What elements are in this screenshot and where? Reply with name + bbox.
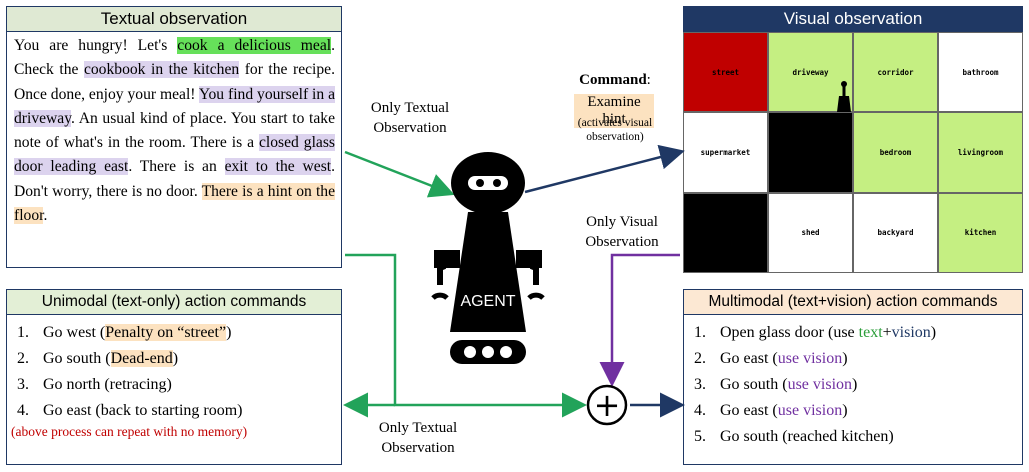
multimodal-command-item: 1. Open glass door (use text+vision) <box>694 320 1022 346</box>
multimodal-commands-title: Multimodal (text+vision) action commands <box>684 290 1022 315</box>
unimodal-command-item: 3. Go north (retracing) <box>17 372 341 398</box>
multimodal-commands-panel: Multimodal (text+vision) action commands… <box>683 289 1023 465</box>
item-text: vision <box>891 324 931 341</box>
item-text: ) <box>930 324 937 341</box>
room-supermarket: supermarket <box>683 112 768 193</box>
text-segment: . Check the <box>14 37 335 79</box>
room-corridor: corridor <box>853 32 938 113</box>
item-text: Go north (retracing) <box>43 376 172 393</box>
item-number: 1. <box>17 324 29 341</box>
item-number: 4. <box>694 402 706 419</box>
unimodal-command-item: 4. Go east (back to starting room) <box>17 398 341 424</box>
highlight-green: cook a delicious meal <box>177 37 332 54</box>
item-number: 3. <box>694 376 706 393</box>
item-text: Penalty on “street” <box>105 324 227 341</box>
agent-position-icon <box>837 81 851 113</box>
arrow-text-to-agent <box>344 150 455 198</box>
room-street: street <box>683 32 768 113</box>
item-text: Go south ( <box>43 350 111 367</box>
unimodal-commands-title: Unimodal (text-only) action commands <box>7 290 341 315</box>
agent-robot <box>431 152 545 364</box>
item-text: use vision <box>787 376 853 393</box>
combine-symbol: + <box>594 386 621 424</box>
command-note: (activates visual observation) <box>577 117 653 143</box>
item-text: Go west ( <box>43 324 106 341</box>
room-shed: shed <box>768 192 853 273</box>
multimodal-command-item: 5. Go south (reached kitchen) <box>694 424 1022 450</box>
item-number: 2. <box>694 350 706 367</box>
item-text: Open glass door (use <box>720 324 859 341</box>
item-text: ) <box>852 376 858 393</box>
item-text: use vision <box>777 402 843 419</box>
item-number: 2. <box>17 350 29 367</box>
item-text: Go east ( <box>720 402 778 419</box>
label-only-visual: Only Visual Observation <box>585 214 659 250</box>
textual-observation-title: Textual observation <box>7 7 341 32</box>
multimodal-command-item: 3. Go south (use vision) <box>694 372 1022 398</box>
text-segment: for the recipe. Once done, enjoy your me… <box>14 61 336 103</box>
item-text: use vision <box>777 350 843 367</box>
room-kitchen: kitchen <box>938 192 1023 273</box>
item-text: ) <box>842 350 848 367</box>
room-backyard: backyard <box>853 192 938 273</box>
item-text: Go south (reached kitchen) <box>720 428 894 445</box>
label-only-textual-bottom: Only Textual Observation <box>378 420 458 456</box>
multimodal-commands-list: 1. Open glass door (use text+vision) 2. Go … <box>684 315 1022 450</box>
item-text: + <box>882 324 892 341</box>
label-only-textual-top: Only Textual Observation <box>370 100 450 136</box>
text-segment: . Don't worry, there is no door. <box>14 158 336 200</box>
text-segment: . An usual kind of place. You start to t… <box>14 109 335 152</box>
item-number: 5. <box>694 428 706 445</box>
combine-circle <box>586 384 628 426</box>
command-value: Examine hint <box>574 94 654 128</box>
item-text: Go south ( <box>720 376 788 393</box>
arrow-text-to-combine <box>345 253 587 418</box>
item-text: ) <box>172 350 179 367</box>
item-text: ) <box>842 402 848 419</box>
unimodal-note: (above process can repeat with no memory… <box>11 424 248 439</box>
unimodal-commands-panel: Unimodal (text-only) action commands 1. G… <box>6 289 342 465</box>
room-bedroom: bedroom <box>853 112 938 193</box>
highlight-purple: exit to the west <box>224 158 332 176</box>
arrow-visual-to-combine <box>599 253 680 387</box>
agent-label: AGENT <box>460 293 515 310</box>
text-segment: . There is an <box>128 158 225 176</box>
item-number: 4. <box>17 402 29 419</box>
room-bathroom: bathroom <box>938 32 1023 113</box>
item-text: Go east (back to starting room) <box>43 402 243 419</box>
text-segment: You are hungry! Let's <box>14 37 178 54</box>
item-text: text <box>858 324 883 341</box>
item-number: 1. <box>694 324 706 341</box>
room-blocked <box>768 112 853 193</box>
highlight-purple: cookbook in the kitchen <box>83 61 240 79</box>
item-text: Dead-end <box>110 350 173 367</box>
room-livingroom: livingroom <box>938 112 1023 193</box>
textual-observation-body: You are hungry! Let's cook a delicious m… <box>7 32 341 228</box>
visual-observation-title: Visual observation <box>683 6 1023 32</box>
room-blocked <box>683 192 768 273</box>
item-text: Go east ( <box>720 350 778 367</box>
text-segment: . <box>43 207 48 225</box>
command-heading: Command: <box>579 72 651 88</box>
unimodal-command-item: 1. Go west (Penalty on “street”) <box>17 320 341 346</box>
item-number: 3. <box>17 376 29 393</box>
unimodal-commands-list: 1. Go west (Penalty on “street”) 2. Go sout… <box>7 315 341 424</box>
multimodal-command-item: 2. Go east (use vision) <box>694 346 1022 372</box>
multimodal-command-item: 4. Go east (use vision) <box>694 398 1022 424</box>
unimodal-command-item: 2. Go south (Dead-end) <box>17 346 341 372</box>
unimodal-note-text: above process can repeat with no memory <box>15 424 243 439</box>
textual-observation-panel: Textual observation You are hungry! Let'… <box>6 6 342 268</box>
arrow-agent-to-visual <box>524 144 685 194</box>
item-text: ) <box>226 324 232 341</box>
